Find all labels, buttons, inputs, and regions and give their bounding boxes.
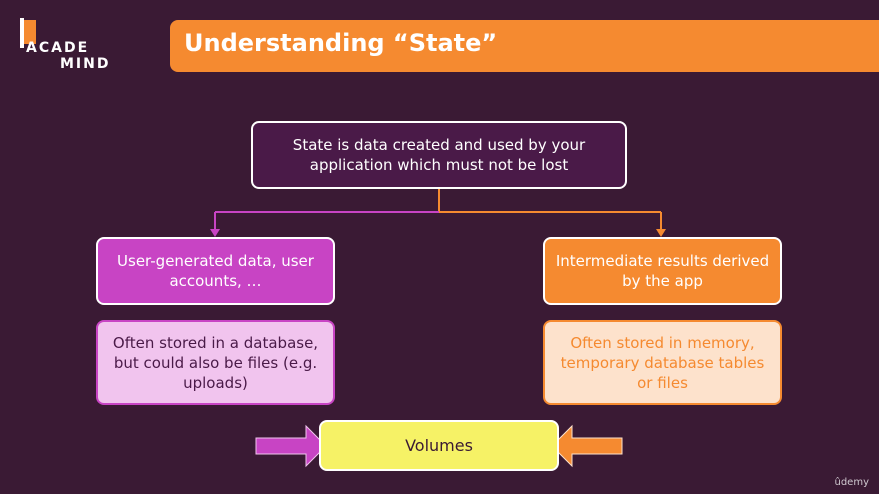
user-data-box: User-generated data, user accounts, … <box>96 237 335 305</box>
arrow-down-left-icon <box>210 229 220 237</box>
user-data-storage-box: Often stored in a database, but could al… <box>96 320 335 405</box>
volumes-box: Volumes <box>319 420 559 471</box>
udemy-watermark: ûdemy <box>834 477 870 488</box>
arrow-left-icon <box>551 424 623 468</box>
academind-logo: ACADE MIND <box>18 18 128 78</box>
arrow-down-right-icon <box>656 229 666 237</box>
intermediate-results-box: Intermediate results derived by the app <box>543 237 782 305</box>
intermediate-storage-box: Often stored in memory, temporary databa… <box>543 320 782 405</box>
title-bar: Understanding “State” <box>170 20 879 72</box>
logo-text-line1: ACADE <box>26 40 90 56</box>
logo-text-line2: MIND <box>60 56 111 72</box>
slide-title: Understanding “State” <box>184 29 498 57</box>
state-definition-box: State is data created and used by your a… <box>251 121 627 189</box>
flag-icon <box>20 18 36 48</box>
arrow-right-icon <box>255 424 327 468</box>
